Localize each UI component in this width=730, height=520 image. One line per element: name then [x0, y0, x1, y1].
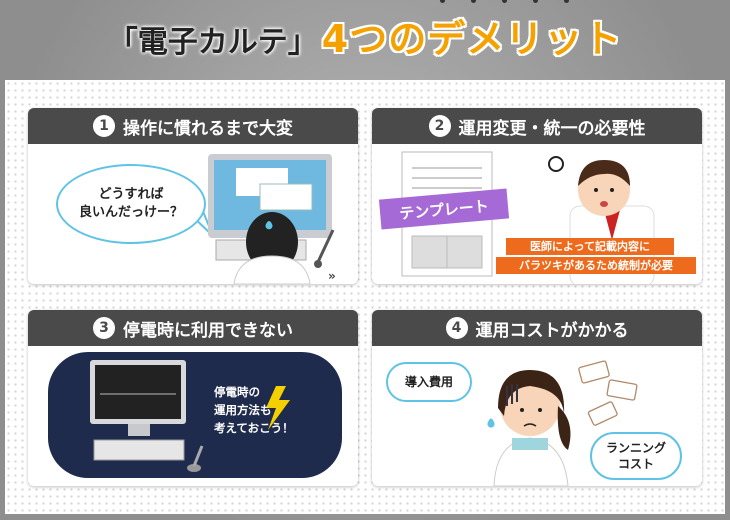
- title-main: 4つのデメリット: [321, 0, 623, 63]
- outage-computer-illustration: [90, 360, 290, 472]
- card-3-title: 停電時に利用できない: [123, 320, 293, 341]
- card-3: 3 停電時に利用できない 停電時の 運用方法も 考えておこう！: [28, 310, 358, 486]
- card-4: 4 運用コストがかかる 導入費用 ランニング コスト: [372, 310, 702, 486]
- card-1-body: » どうすれば 良いんだっけー？: [28, 144, 358, 284]
- page-title: 「電子カルテ」 4つのデメリット: [107, 0, 623, 63]
- note-line-2: バラツキがあるため統制が必要: [496, 257, 696, 274]
- outage-line-3: 考えておこう！: [214, 420, 294, 435]
- card-4-number: 4: [445, 317, 468, 339]
- worried-staff-illustration: [487, 360, 638, 486]
- outage-note: 停電時の 運用方法も 考えておこう！: [214, 384, 294, 437]
- variation-note: 医師によって記載内容に バラツキがあるため統制が必要: [496, 238, 696, 276]
- outage-line-1: 停電時の: [214, 385, 260, 399]
- card-4-title: 運用コストがかかる: [475, 320, 629, 341]
- header: 「電子カルテ」 4つのデメリット: [0, 0, 730, 70]
- card-2-title: 運用変更・統一の必要性: [458, 118, 646, 139]
- card-1-number: 1: [93, 115, 115, 137]
- card-1: 1 操作に慣れるまで大変 » どうすれば 良いんだっけー？: [28, 108, 358, 284]
- cloud-running-line-1: ランニング: [605, 440, 666, 455]
- title-quoted: 「電子カルテ」: [107, 24, 318, 60]
- card-1-header: 1 操作に慣れるまで大変: [28, 108, 358, 144]
- cloud-running-line-2: コスト: [617, 457, 654, 471]
- emphasis-dots: [439, 0, 569, 3]
- cloud-initial-cost: 導入費用: [386, 362, 472, 402]
- bubble-line-2: 良いんだっけー？: [78, 205, 183, 220]
- cloud-running-cost: ランニング コスト: [590, 432, 682, 480]
- card-2-header: 2 運用変更・統一の必要性: [372, 108, 702, 144]
- cloud-initial-cost-text: 導入費用: [404, 374, 453, 389]
- confused-user-illustration: »: [186, 154, 336, 284]
- bubble-line-1: どうすれば: [98, 186, 164, 202]
- card-3-header: 3 停電時に利用できない: [28, 310, 358, 346]
- card-4-header: 4 運用コストがかかる: [372, 310, 702, 346]
- card-2-number: 2: [428, 115, 451, 137]
- title-main-text: 4つのデメリット: [321, 16, 623, 61]
- card-4-body: 導入費用 ランニング コスト: [372, 346, 702, 486]
- note-line-1: 医師によって記載内容に: [506, 238, 674, 255]
- svg-text:»: »: [328, 269, 336, 283]
- card-2: 2 運用変更・統一の必要性 テンプレート 医師によって記載内容に バラツキがある…: [372, 108, 702, 284]
- speech-bubble: どうすれば 良いんだっけー？: [56, 164, 206, 244]
- card-3-number: 3: [93, 317, 115, 339]
- card-1-title: 操作に慣れるまで大変: [123, 118, 293, 139]
- card-2-body: テンプレート 医師によって記載内容に バラツキがあるため統制が必要: [372, 144, 702, 284]
- outage-line-2: 運用方法も: [214, 402, 272, 417]
- card-3-body: 停電時の 運用方法も 考えておこう！: [28, 346, 358, 486]
